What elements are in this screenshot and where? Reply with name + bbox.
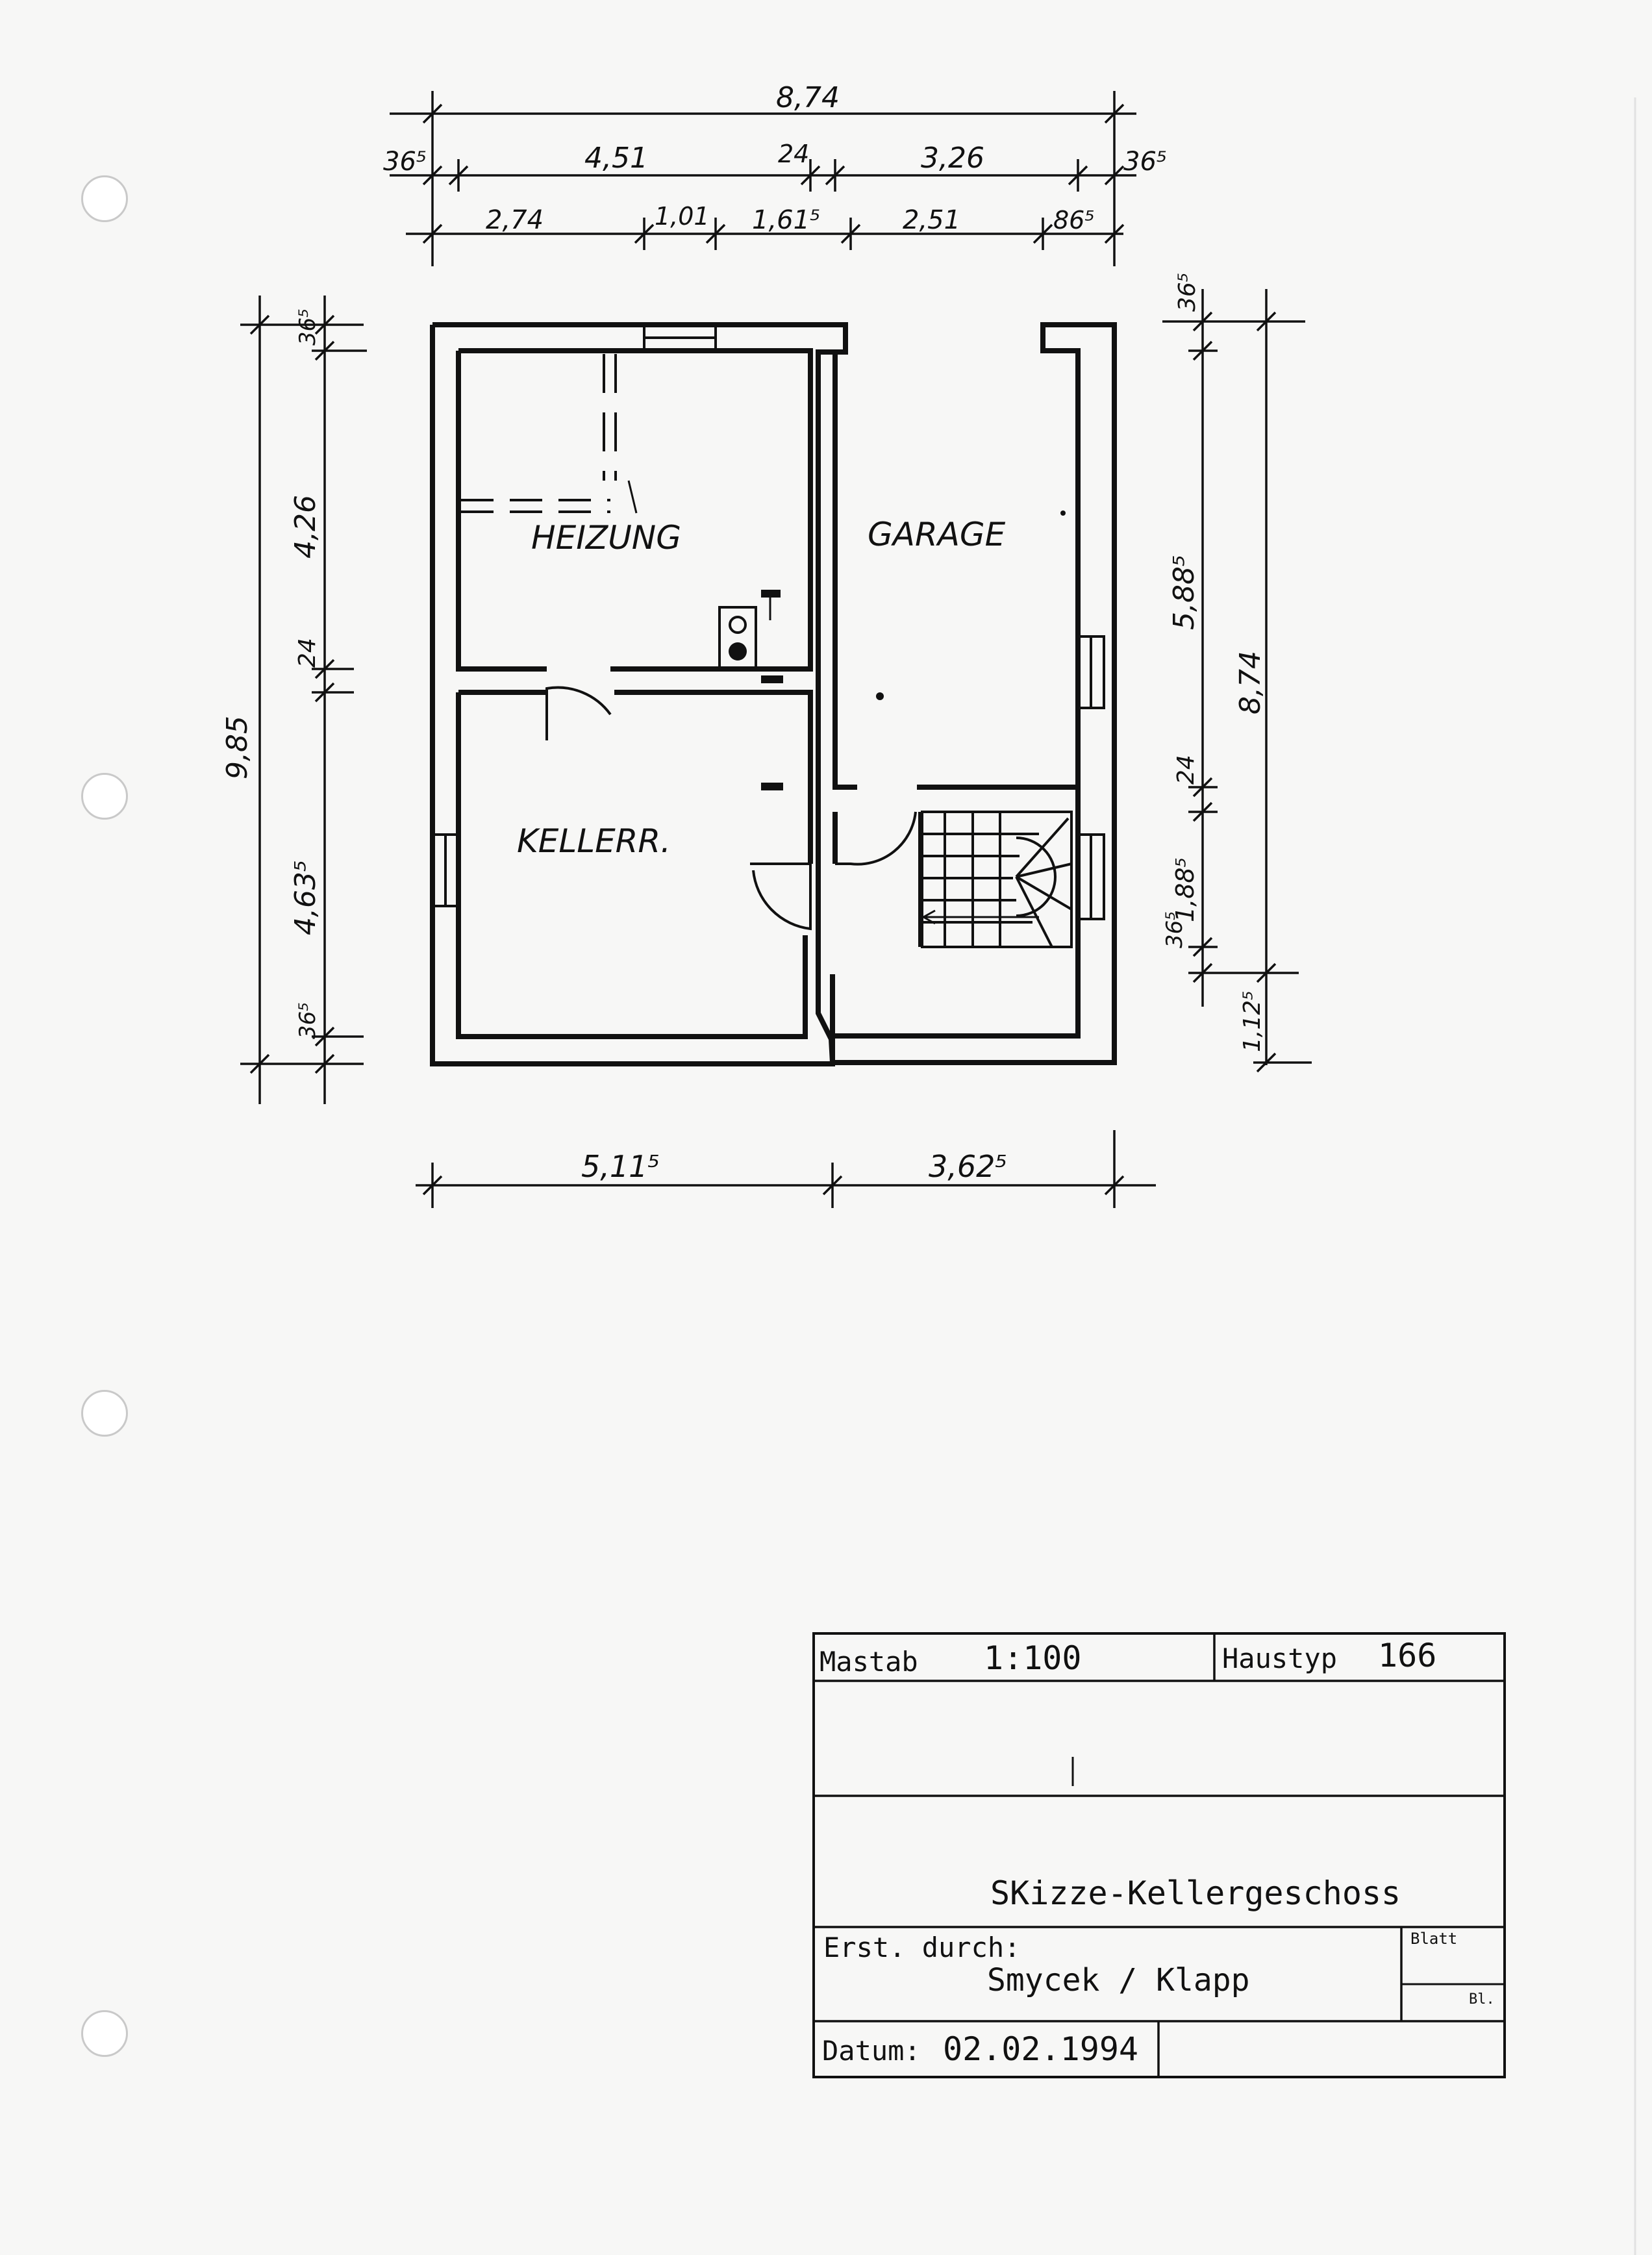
room-label-garage: GARAGE xyxy=(868,516,1006,553)
dimension-bottom: 5,11⁵ 3,62⁵ xyxy=(416,1130,1156,1208)
sheet-label: Blatt xyxy=(1410,1930,1457,1948)
room-label-kellerraum: KELLERR. xyxy=(517,822,671,860)
dim-top-r3-4: 86⁵ xyxy=(1053,206,1095,234)
dim-top-r2-3: 3,26 xyxy=(921,142,984,175)
dim-top-r3-2: 1,61⁵ xyxy=(752,205,820,235)
sheet-short-label: Bl. xyxy=(1469,1991,1495,2008)
house-type-label: Haustyp xyxy=(1222,1643,1337,1674)
staircase xyxy=(921,811,1073,948)
dim-top-r2-0: 36⁵ xyxy=(383,147,427,177)
punch-hole xyxy=(81,1390,128,1437)
dimension-right: 36⁵ 5,88⁵ 24 1,88⁵ 36⁵ 1,12⁵ 8,74 xyxy=(1162,273,1312,1073)
date-label: Datum: xyxy=(822,2035,921,2067)
dim-top-r2-2: 24 xyxy=(778,140,809,168)
outer-walls xyxy=(430,322,1117,1066)
door-heizung xyxy=(545,686,612,740)
dim-right-5: 1,12⁵ xyxy=(1239,990,1266,1052)
dim-top-r3-1: 1,01 xyxy=(655,202,710,231)
dim-top-r3-3: 2,51 xyxy=(903,205,960,235)
doors xyxy=(545,686,917,931)
boiler-outline xyxy=(461,354,638,514)
punch-hole xyxy=(81,2010,128,2057)
dim-left-1: 4,26 xyxy=(289,495,322,559)
scale-label: Mastab xyxy=(820,1646,918,1678)
dimension-left: 9,85 36⁵ 4,26 24 4,63⁵ 36⁵ xyxy=(221,296,367,1104)
dim-left-0: 36⁵ xyxy=(295,309,321,346)
title-block: Mastab 1:100 Haustyp 166 SKizze-Kellerge… xyxy=(812,1632,1506,2078)
outer-wall-line xyxy=(432,322,1117,1065)
dim-right-4: 36⁵ xyxy=(1162,911,1188,948)
chimney-symbol xyxy=(718,590,783,790)
dimension-top: 8,74 36⁵ 4,51 24 3,26 36⁵ 2,74 1,01 1,61… xyxy=(383,81,1167,266)
door-garage xyxy=(835,811,917,866)
scale-value: 1:100 xyxy=(984,1639,1082,1677)
inner-wall-keller-right xyxy=(614,690,813,864)
inner-wall-heizung xyxy=(458,348,813,672)
drawing-title: SKizze-Kellergeschoss xyxy=(990,1874,1401,1912)
outer-wall-left-bottom xyxy=(430,325,835,1066)
door-keller xyxy=(750,863,812,931)
dim-left-4: 36⁵ xyxy=(295,1002,321,1039)
dim-right-2: 24 xyxy=(1173,755,1199,785)
garage-left-wall xyxy=(832,351,857,790)
room-label-heizung: HEIZUNG xyxy=(531,519,681,557)
dim-left-2: 24 xyxy=(294,638,321,668)
created-by-label: Erst. durch: xyxy=(823,1932,1020,1963)
dim-top-overall: 8,74 xyxy=(776,81,840,114)
dim-right-0: 36⁵ xyxy=(1174,273,1201,312)
punch-hole xyxy=(81,773,128,820)
dim-right-overall: 8,74 xyxy=(1234,651,1267,714)
created-by-value: Smycek / Klapp xyxy=(987,1962,1250,1998)
dim-top-r3-0: 2,74 xyxy=(486,205,544,235)
window-marks xyxy=(431,323,1105,920)
house-type-value: 166 xyxy=(1378,1637,1436,1674)
dim-left-overall: 9,85 xyxy=(221,716,254,779)
dim-top-r2-1: 4,51 xyxy=(584,142,648,175)
dim-bottom-1: 3,62⁵ xyxy=(929,1149,1007,1184)
dim-right-3: 1,88⁵ xyxy=(1171,857,1199,922)
date-value: 02.02.1994 xyxy=(943,2030,1138,2068)
inner-wall-heizung-left xyxy=(456,351,547,672)
punch-hole xyxy=(81,175,128,222)
dim-bottom-0: 5,11⁵ xyxy=(581,1149,660,1184)
dim-right-1: 5,88⁵ xyxy=(1168,555,1201,630)
dim-top-r2-4: 36⁵ xyxy=(1123,147,1167,177)
dim-left-3: 4,63⁵ xyxy=(289,860,322,935)
